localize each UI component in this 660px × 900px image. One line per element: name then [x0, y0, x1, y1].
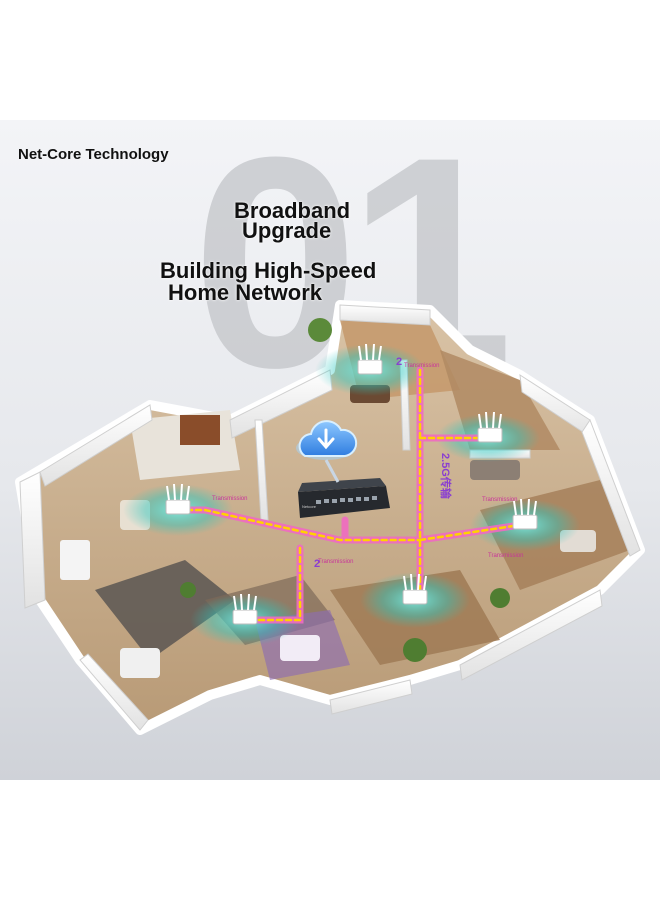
marker-label: 2 [314, 558, 320, 570]
router-icon [477, 411, 503, 443]
router-icon [402, 573, 428, 605]
network-switch: Netcore [298, 478, 390, 518]
transmission-label: Transmission [488, 553, 523, 559]
routers [165, 343, 538, 625]
switch-brand-label: Netcore [302, 504, 317, 509]
cable-labels: Transmission Transmission Transmission T… [212, 356, 523, 570]
transmission-label: Transmission [212, 496, 247, 502]
headline-line-4: Home Network [168, 280, 323, 305]
router-icon [512, 498, 538, 530]
vertical-link-label: 2.5G传输 [439, 453, 453, 500]
transmission-label: Transmission [318, 559, 353, 565]
cloud-download-icon [296, 420, 358, 483]
router-icon [165, 483, 191, 515]
transmission-label: Transmission [482, 497, 517, 503]
transmission-label: Transmission [404, 363, 439, 369]
transmission-cables [174, 366, 524, 624]
brand-name: Net-Core Technology [18, 146, 169, 163]
product-banner: 01 [0, 120, 660, 780]
marker-label: 2 [396, 356, 402, 368]
house-floorplan-illustration: Transmission Transmission Transmission T… [15, 300, 645, 735]
router-icon [232, 593, 258, 625]
router-icon [357, 343, 383, 375]
house-walls [19, 304, 641, 731]
headline-line-3: Building High-Speed [160, 258, 377, 283]
furniture [60, 318, 596, 678]
headline-line-1: Broadband [234, 198, 351, 223]
headline-line-2: Upgrade [242, 218, 332, 243]
